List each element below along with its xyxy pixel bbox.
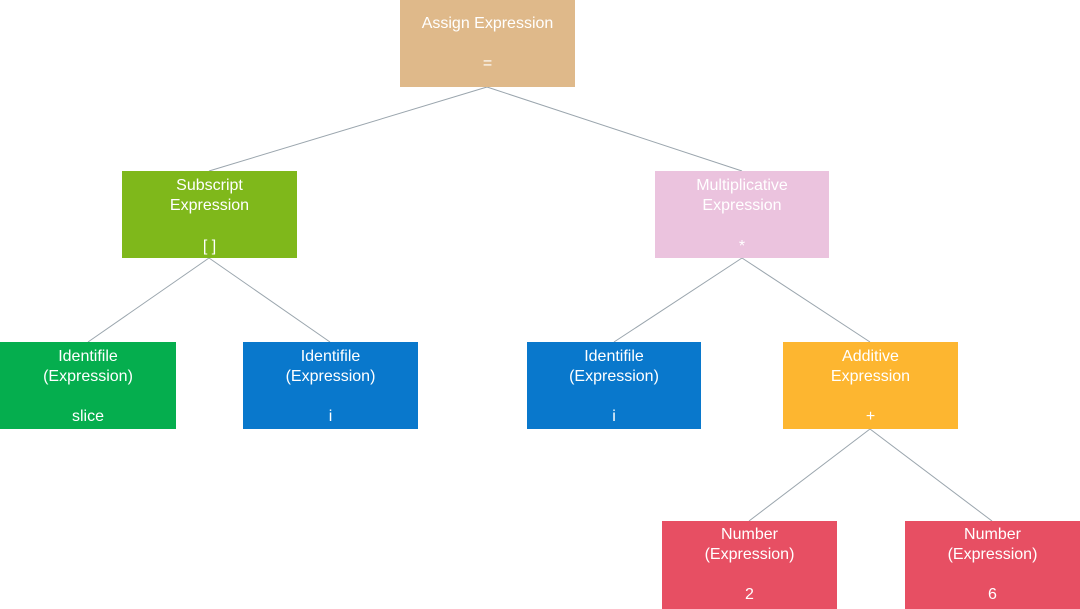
node-label: (Expression) (285, 368, 376, 385)
node-multiplicative-expression: Multiplicative Expression * (655, 171, 829, 258)
node-operator: * (738, 238, 746, 255)
node-operator: + (865, 408, 876, 425)
node-value: 6 (988, 586, 997, 603)
node-additive-expression: Additive Expression + (783, 342, 958, 429)
node-label: Subscript (176, 177, 243, 194)
node-assign-expression: Assign Expression = (400, 0, 575, 87)
edge-multiplicative-identifier-i (613, 257, 743, 343)
node-label: Identifile (58, 348, 118, 365)
node-value: i (328, 408, 333, 425)
node-label: Additive (842, 348, 899, 365)
node-label: Multiplicative (696, 177, 788, 194)
edge-additive-number-6 (869, 428, 993, 522)
node-label: Expression (169, 197, 250, 214)
node-identifier-i-left: Identifile (Expression) i (243, 342, 418, 429)
edge-multiplicative-additive (741, 257, 871, 343)
node-label: Expression (702, 197, 782, 214)
node-operator: [ ] (202, 238, 217, 255)
node-value: slice (71, 408, 104, 425)
node-label: Assign Expression (421, 15, 554, 32)
node-number-2: Number (Expression) 2 (662, 521, 837, 609)
node-identifier-slice: Identifile (Expression) slice (0, 342, 176, 429)
node-identifier-i-right: Identifile (Expression) i (527, 342, 701, 429)
node-label: Identifile (300, 348, 361, 365)
node-value: 2 (745, 586, 754, 603)
node-label: Expression (830, 368, 911, 385)
node-subscript-expression: Subscript Expression [ ] (122, 171, 297, 258)
edge-assign-multiplicative (486, 86, 743, 172)
node-label: Number (721, 526, 778, 543)
node-value: i (612, 408, 616, 425)
node-label: Number (964, 526, 1021, 543)
node-operator: = (482, 55, 493, 72)
node-label: (Expression) (569, 368, 659, 385)
node-label: Identifile (584, 348, 644, 365)
edge-assign-subscript (208, 86, 488, 172)
node-label: (Expression) (43, 368, 133, 385)
node-label: (Expression) (947, 546, 1038, 563)
node-number-6: Number (Expression) 6 (905, 521, 1080, 609)
node-label: (Expression) (704, 546, 795, 563)
edge-additive-number-2 (748, 428, 871, 522)
edge-subscript-identifier-i (208, 257, 331, 343)
edge-subscript-identifier-slice (87, 257, 210, 343)
